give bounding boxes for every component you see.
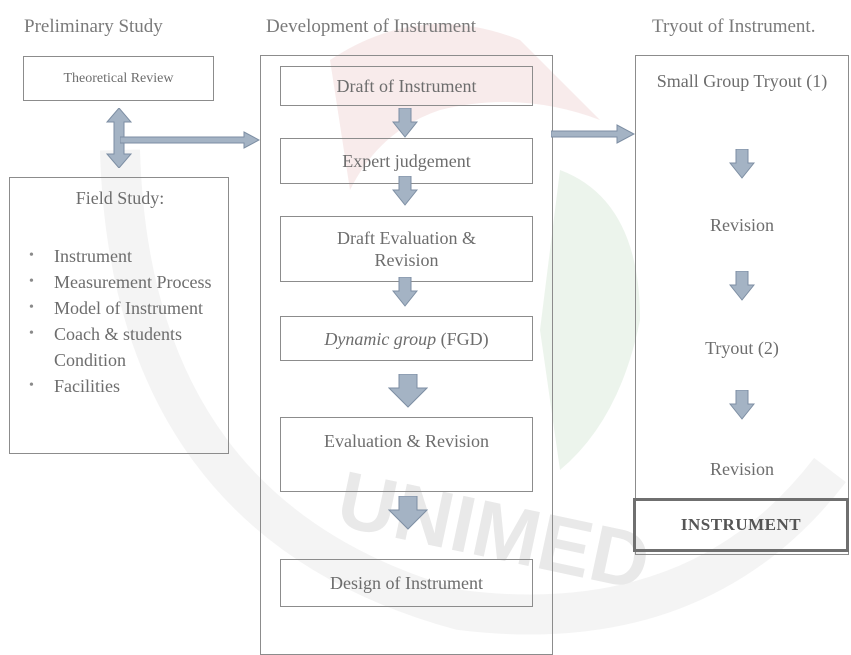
- arrow-down-icon: [729, 390, 755, 420]
- watermark-green-shape: [540, 170, 640, 470]
- dynamic-group-suffix: (FGD): [436, 328, 489, 349]
- field-study-title: Field Study:: [75, 188, 165, 208]
- draft-of-instrument-box: Draft of Instrument: [280, 66, 533, 106]
- arrow-down-large-icon: [388, 496, 428, 530]
- field-study-list: Instrument Measurement Process Model of …: [24, 243, 224, 399]
- instrument-final-box: INSTRUMENT: [633, 498, 849, 552]
- field-item-facilities: Facilities: [24, 373, 224, 399]
- arrow-down-large-icon: [388, 374, 428, 408]
- theoretical-review-box: Theoretical Review: [23, 56, 214, 101]
- revision-label-2: Revision: [709, 459, 774, 479]
- field-study-box: Field Study: Instrument Measurement Proc…: [9, 177, 229, 454]
- small-group-tryout-label: Small Group Tryout (1): [656, 71, 828, 91]
- tryout-2-label: Tryout (2): [705, 338, 779, 358]
- arrow-down-icon: [729, 271, 755, 301]
- development-title: Development of Instrument: [266, 16, 477, 37]
- preliminary-study-title: Preliminary Study: [24, 16, 163, 37]
- arrow-right-to-development-icon: [120, 131, 260, 149]
- field-item-model-of-instrument: Model of Instrument: [24, 295, 224, 321]
- tryout-title: Tryout of Instrument.: [652, 16, 816, 37]
- draft-evaluation-revision-label: Draft Evaluation & Revision: [337, 228, 476, 270]
- tryout-frame: [635, 55, 849, 555]
- arrow-down-icon: [392, 176, 418, 206]
- arrow-down-icon: [729, 149, 755, 179]
- field-item-instrument: Instrument: [24, 243, 224, 269]
- double-arrow-vertical-icon: [105, 108, 133, 168]
- arrow-down-icon: [392, 277, 418, 307]
- evaluation-revision-box: Evaluation & Revision: [280, 417, 533, 492]
- dynamic-group-label: Dynamic group: [324, 328, 437, 349]
- design-of-instrument-box: Design of Instrument: [280, 559, 533, 607]
- field-item-measurement-process: Measurement Process: [24, 269, 224, 295]
- arrow-right-to-tryout-icon: [551, 124, 635, 144]
- dynamic-group-box: Dynamic group (FGD): [280, 316, 533, 361]
- revision-label-1: Revision: [709, 215, 774, 235]
- draft-evaluation-revision-box: Draft Evaluation & Revision: [280, 216, 533, 282]
- field-item-coach-students: Coach & students Condition: [24, 321, 224, 373]
- arrow-down-icon: [392, 108, 418, 138]
